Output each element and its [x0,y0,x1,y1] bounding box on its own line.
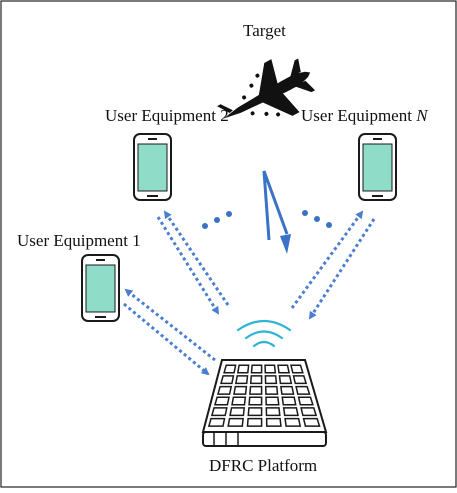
antenna-element [249,375,263,385]
antenna-element [280,385,295,395]
comm-link-ue2 [156,210,230,315]
antenna-element [235,375,249,385]
antenna-element [227,417,244,427]
antenna-element [290,364,304,374]
antenna-element [229,407,246,417]
antenna-element [300,407,318,417]
user-equipment-2-label: User Equipment 2 [105,106,229,125]
ellipsis-dots-right [302,210,332,228]
antenna-element [247,407,263,417]
platform-label: DFRC Platform [209,456,318,475]
antenna-element [236,364,250,374]
antenna-element [295,385,311,395]
antenna-element [282,407,299,417]
antenna-element [231,396,247,406]
antenna-element [217,385,233,395]
user-equipment-1-label: User Equipment 1 [17,231,141,250]
antenna-element [220,375,235,385]
antenna-element [207,417,226,427]
antenna-element [264,364,277,374]
antenna-element [292,375,308,385]
antenna-element [278,375,293,385]
ellipsis-dots-left [202,211,232,229]
wireless-signal-icon [236,319,292,348]
antenna-array-icon [201,359,328,447]
antenna-element [277,364,291,374]
antenna-element [210,407,228,417]
smartphone-icon [133,133,172,201]
antenna-element [223,364,237,374]
fighter-jet-icon [217,58,316,119]
antenna-element [297,396,314,406]
antenna-element [264,375,278,385]
antenna-element [248,396,263,406]
comm-link-ue1 [123,288,216,376]
smartphone-icon [81,254,120,322]
antenna-element [246,417,263,427]
antenna-element [214,396,230,406]
radar-sensing-link [262,170,291,254]
antenna-element [281,396,297,406]
antenna-element [249,385,263,395]
antenna-element [302,417,321,427]
user-equipment-n-label: User Equipment N [301,106,428,125]
target-label: Target [243,21,286,40]
antenna-element [265,407,281,417]
antenna-element [250,364,263,374]
antenna-element [284,417,302,427]
antenna-element [233,385,248,395]
antenna-element [265,396,280,406]
antenna-element [265,417,282,427]
antenna-element [264,385,279,395]
smartphone-icon [358,133,397,201]
comm-link-uen [290,210,376,320]
